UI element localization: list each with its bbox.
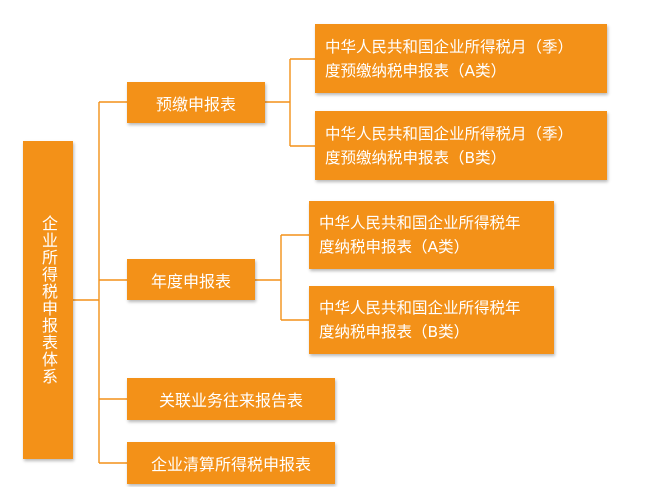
branch-node-prepayment: 预缴申报表 (127, 82, 265, 123)
branch-node-related-party: 关联业务往来报告表 (127, 378, 335, 420)
branch-node-liquidation-label: 企业清算所得税申报表 (150, 455, 311, 474)
leaf-node-annual-a-line2: 度纳税申报表（A类） (319, 238, 470, 256)
leaf-node-prepayment-b-line2: 度预缴纳税申报表（B类） (325, 148, 507, 167)
leaf-node-prepayment-a-line2: 度预缴纳税申报表（A类） (325, 61, 507, 80)
root-node: 企业所得税申报表体系 (23, 141, 73, 459)
leaf-node-annual-a: 中华人民共和国企业所得税年 度纳税申报表（A类） (309, 201, 554, 269)
leaf-node-prepayment-b-line1: 中华人民共和国企业所得税月（季） (325, 124, 574, 143)
leaf-node-annual-b: 中华人民共和国企业所得税年 度纳税申报表（B类） (309, 286, 554, 354)
leaf-node-prepayment-a: 中华人民共和国企业所得税月（季） 度预缴纳税申报表（A类） (315, 24, 607, 93)
leaf-node-prepayment-a-line1: 中华人民共和国企业所得税月（季） (325, 37, 574, 56)
branch-node-annual: 年度申报表 (127, 259, 255, 300)
root-node-label: 企业所得税申报表体系 (39, 215, 58, 385)
leaf-node-annual-b-line2: 度纳税申报表（B类） (319, 323, 470, 341)
branch-node-related-party-label: 关联业务往来报告表 (158, 391, 303, 410)
branch-node-prepayment-label: 预缴申报表 (155, 94, 236, 114)
leaf-node-prepayment-b: 中华人民共和国企业所得税月（季） 度预缴纳税申报表（B类） (315, 111, 607, 180)
leaf-node-annual-b-line1: 中华人民共和国企业所得税年 (319, 299, 521, 317)
leaf-node-annual-a-line1: 中华人民共和国企业所得税年 (319, 214, 521, 232)
branch-node-liquidation: 企业清算所得税申报表 (127, 442, 335, 484)
branch-node-annual-label: 年度申报表 (150, 271, 231, 291)
